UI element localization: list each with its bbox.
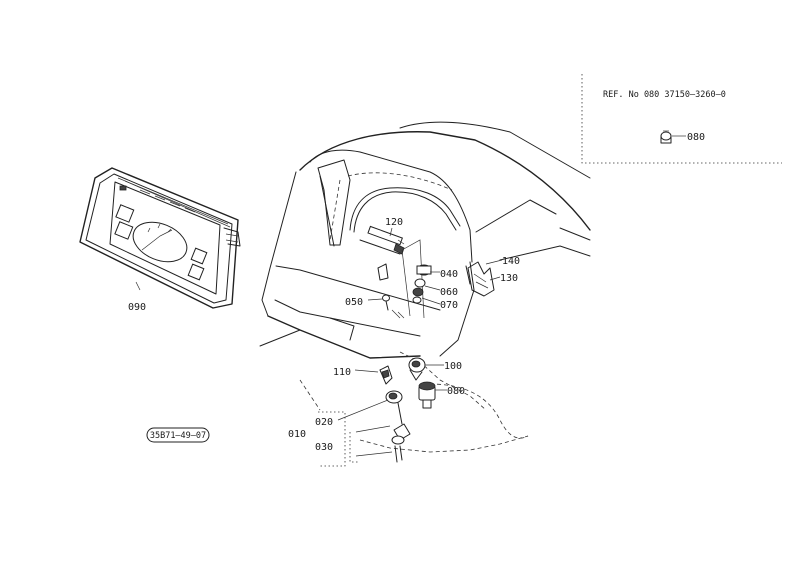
callout-030: 030 — [315, 442, 333, 453]
reference-number: REF. No 080 37150—3260—0 — [603, 90, 726, 100]
callout-050: 050 — [345, 297, 363, 308]
callout-070: 070 — [440, 300, 458, 311]
instrument-cluster-090 — [79, 167, 241, 309]
callout-010: 010 — [288, 429, 306, 440]
dashboard-body — [259, 121, 591, 453]
reference-box: REF. No 080 37150—3260—0 080 — [581, 74, 782, 164]
callout-140: 140 — [502, 256, 520, 267]
leader-060 — [424, 285, 441, 291]
leader-140 — [485, 259, 503, 265]
callout-110: 110 — [333, 367, 351, 378]
switch-080 — [418, 381, 436, 409]
callout-040: 040 — [440, 269, 458, 280]
reference-part-label: 080 — [687, 132, 705, 143]
leader-110 — [354, 369, 379, 373]
reference-part-icon — [660, 130, 686, 144]
drawing-code: 35B71—49—07 — [150, 431, 206, 441]
screw-050 — [382, 294, 405, 319]
leader-130 — [489, 276, 501, 281]
leader-050 — [367, 298, 383, 301]
cable-120 — [349, 187, 461, 281]
part-100 — [408, 357, 426, 381]
leader-070 — [421, 297, 441, 305]
drawing-code-badge: 35B71—49—07 — [146, 427, 210, 443]
callout-020: 020 — [315, 417, 333, 428]
switch-stack — [401, 239, 432, 319]
callout-100: 100 — [444, 361, 462, 372]
callout-130: 130 — [500, 273, 518, 284]
key-assembly — [318, 390, 411, 467]
part-110 — [379, 365, 393, 385]
callout-060: 060 — [440, 287, 458, 298]
leader-020 — [337, 399, 389, 421]
bracket-130-140 — [465, 261, 495, 297]
callout-080: 080 — [447, 386, 465, 397]
leader-120 — [389, 227, 393, 237]
callout-120: 120 — [385, 217, 403, 228]
callout-090: 090 — [128, 302, 146, 313]
